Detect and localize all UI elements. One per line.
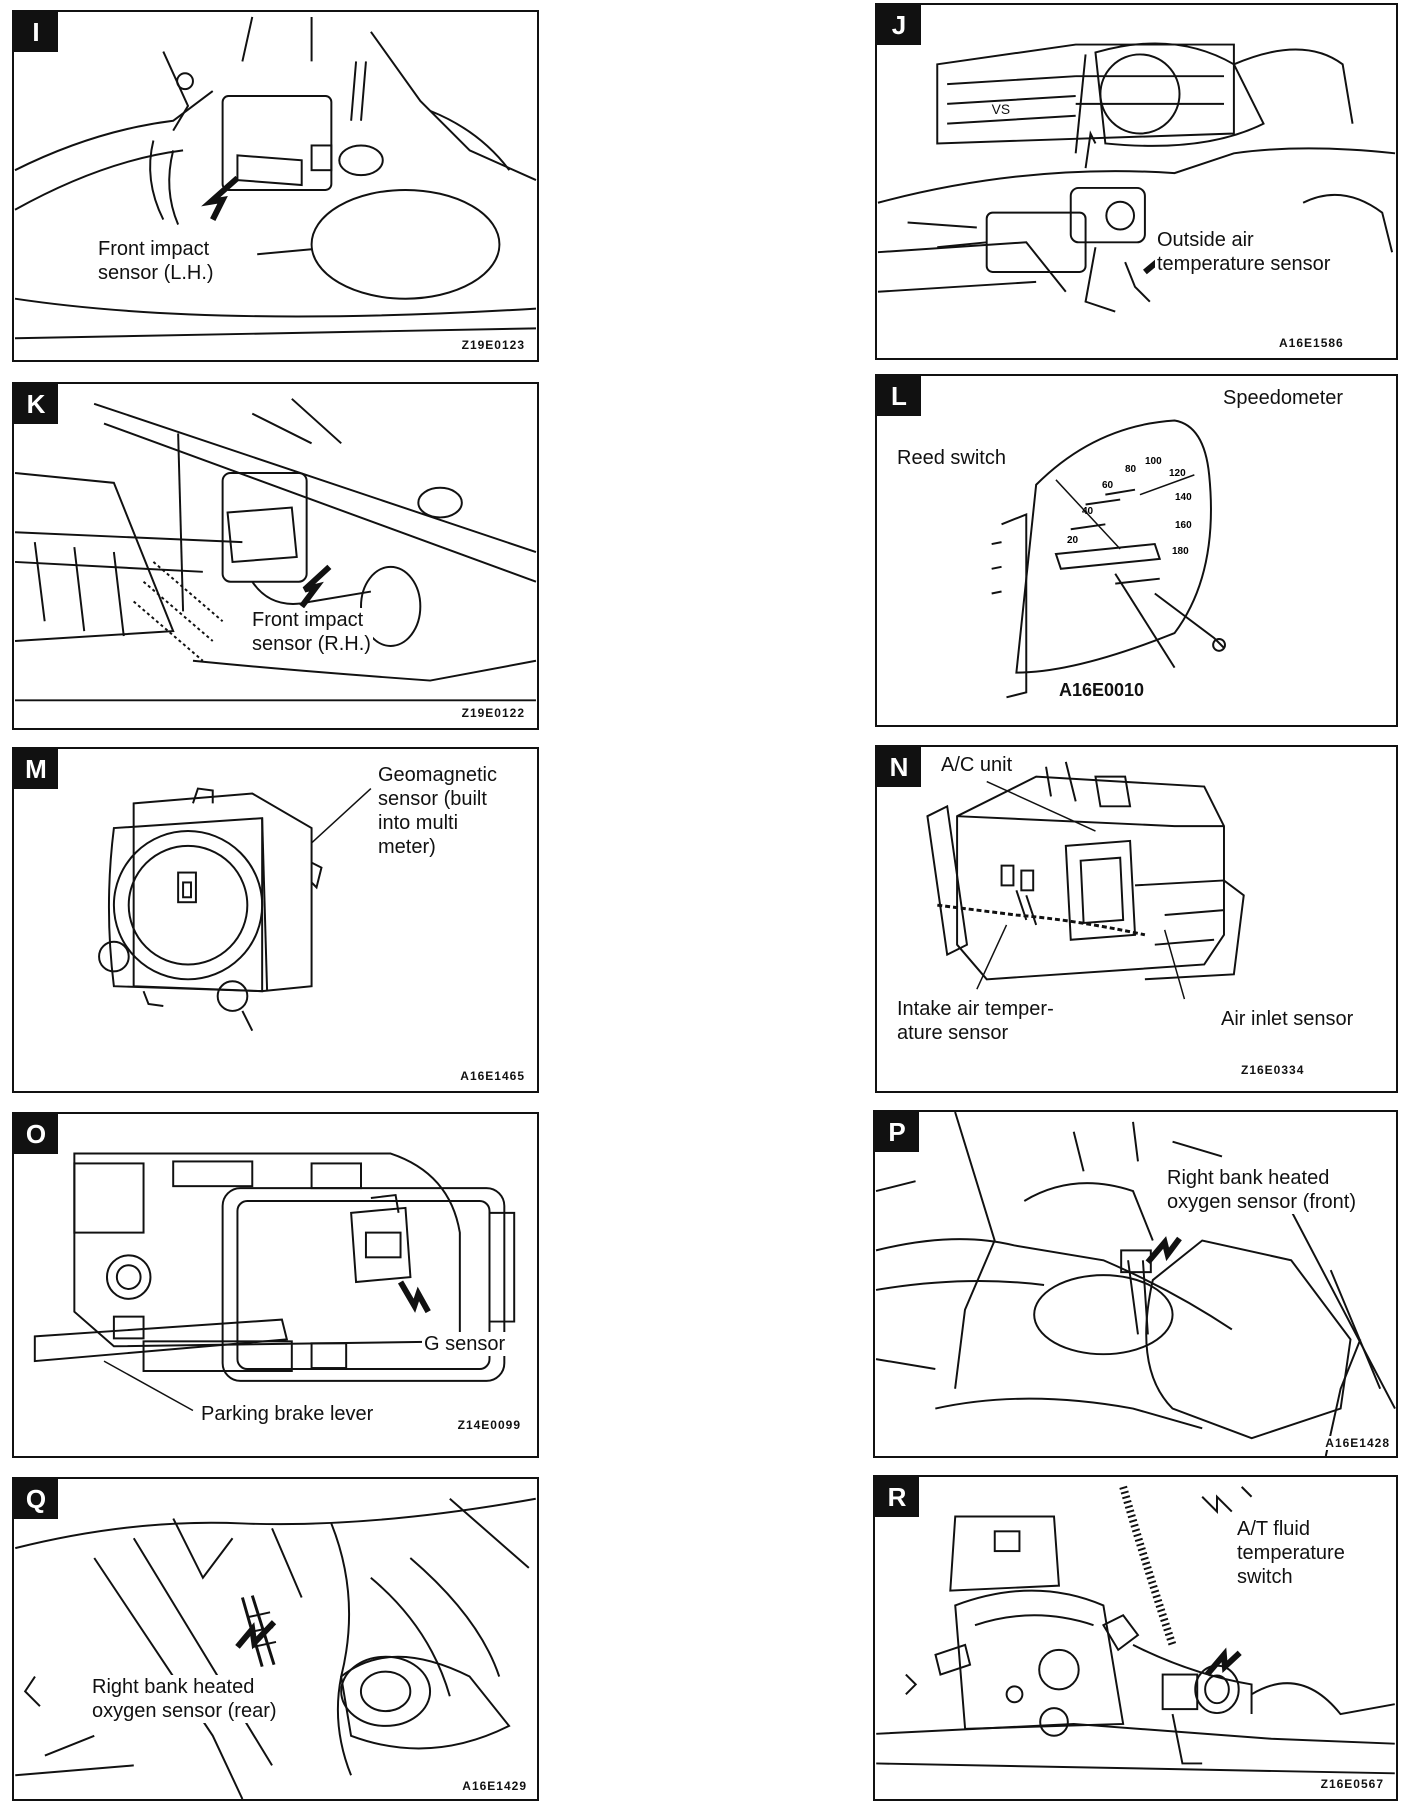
panel-letter: L xyxy=(877,376,921,416)
outside-air-temperature-sensor-illustration: VS xyxy=(877,42,1396,313)
dial-mark: 100 xyxy=(1145,456,1162,467)
panel-letter: N xyxy=(877,747,921,787)
figure-code: A16E1428 xyxy=(1323,1436,1392,1450)
dial-mark: 20 xyxy=(1067,535,1079,546)
panel-letter: I xyxy=(14,12,58,52)
dial-mark: 160 xyxy=(1175,520,1192,531)
panel-o: O G sensor Parking brake lever Z14E0099 xyxy=(12,1112,539,1458)
figure-code: Z16E0334 xyxy=(1239,1063,1307,1077)
panel-n: N A/C unit Intake air temper-ature senso… xyxy=(875,745,1398,1093)
dial-mark: 80 xyxy=(1125,464,1137,475)
speedometer-reed-switch-illustration xyxy=(991,419,1226,699)
speedometer-label: Speedometer xyxy=(1221,386,1346,410)
figure-code: A16E1586 xyxy=(1277,336,1346,350)
geomagnetic-sensor-illustration xyxy=(98,787,372,1032)
right-bank-rear-oxygen-sensor-illustration xyxy=(15,1497,536,1799)
dial-mark: 120 xyxy=(1169,468,1186,479)
dial-mark: 180 xyxy=(1172,546,1189,557)
grille-emblem: VS xyxy=(992,101,1010,117)
dial-mark: 40 xyxy=(1082,506,1094,517)
figure-code: Z14E0099 xyxy=(455,1418,523,1432)
air-inlet-sensor-label: Air inlet sensor xyxy=(1219,1007,1356,1031)
reed-switch-label: Reed switch xyxy=(895,446,1008,470)
at-fluid-temperature-switch-illustration xyxy=(876,1485,1395,1775)
figure-code: A16E1429 xyxy=(460,1779,529,1793)
right-bank-front-oxygen-sensor-illustration xyxy=(875,1112,1396,1456)
panel-l: 20 40 60 80 100 120 140 160 180 L Speedo… xyxy=(875,374,1398,727)
intake-air-temperature-sensor-label: Intake air temper-ature sensor xyxy=(895,997,1056,1045)
panel-letter: J xyxy=(877,5,921,45)
front-impact-sensor-rh-illustration xyxy=(14,398,537,702)
ac-unit-sensors-illustration xyxy=(926,761,1245,1000)
panel-letter: P xyxy=(875,1112,919,1152)
dial-mark: 140 xyxy=(1175,492,1192,503)
g-sensor-label: G sensor xyxy=(422,1332,508,1356)
figure-code: Z19E0122 xyxy=(459,706,527,720)
figure-code: A16E1465 xyxy=(458,1069,527,1083)
panel-letter: R xyxy=(875,1477,919,1517)
panel-letter: K xyxy=(14,384,58,424)
figure-code: A16E0010 xyxy=(1057,680,1147,701)
ac-unit-label: A/C unit xyxy=(939,753,1015,777)
front-impact-sensor-lh-illustration xyxy=(14,16,537,340)
speedometer-dial-scale: 20 40 60 80 100 120 140 160 180 xyxy=(1067,456,1192,557)
figure-code: Z19E0123 xyxy=(459,338,527,352)
parking-brake-lever-label: Parking brake lever xyxy=(199,1402,376,1426)
panel-letter: O xyxy=(14,1114,58,1154)
figure-code: Z16E0567 xyxy=(1318,1777,1386,1791)
panel-letter: M xyxy=(14,749,58,789)
panel-letter: Q xyxy=(14,1479,58,1519)
dial-mark: 60 xyxy=(1102,480,1114,491)
